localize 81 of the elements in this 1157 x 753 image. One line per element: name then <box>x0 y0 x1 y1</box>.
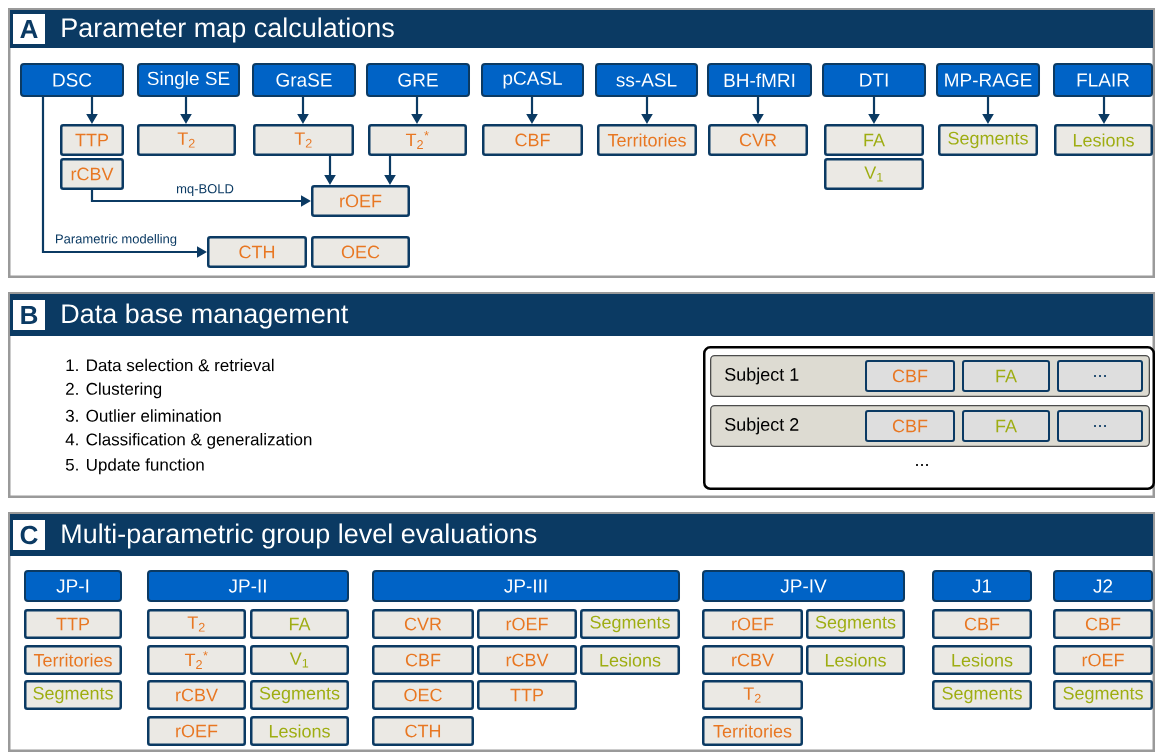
section-letter: B <box>13 300 45 330</box>
list-item: 2. Clustering <box>66 382 162 399</box>
parameter-box: FA <box>824 124 924 156</box>
parameter-box: T$_{2}$* <box>147 645 246 675</box>
parameter-box: Lesions <box>806 645 905 675</box>
edge-label: mq-BOLD <box>175 183 235 197</box>
parameter-box: rOEF <box>477 609 577 639</box>
parameter-box: Segments <box>250 680 349 710</box>
method-box: ss-ASL <box>595 63 698 97</box>
section-title: Data base management <box>62 303 349 329</box>
method-box: JP-IV <box>702 570 905 602</box>
method-box: DTI <box>822 63 926 97</box>
list-item: 4. Classification & generalization <box>65 433 312 449</box>
parameter-box: CBF <box>372 645 474 675</box>
method-box: JP-III <box>372 570 680 602</box>
method-box: FLAIR <box>1053 63 1153 97</box>
parameter-box: ... <box>1057 410 1143 442</box>
parameter-box: Lesions <box>1054 124 1153 156</box>
parameter-box: CTH <box>372 716 474 746</box>
parameter-box: TTP <box>60 124 124 156</box>
parameter-box: CBF <box>865 410 955 442</box>
method-box: MP-RAGE <box>936 63 1040 97</box>
method-box: BH-fMRI <box>707 63 812 97</box>
list-item: 1. Data selection & retrieval <box>66 358 274 372</box>
parameter-box: V$_{1}$ <box>824 158 924 190</box>
section-letter: C <box>13 520 45 550</box>
parameter-box: Segments <box>580 609 680 639</box>
parameter-box: Segments <box>1053 680 1153 710</box>
list-item: 3. Outlier elimination <box>65 409 221 422</box>
parameter-box: Lesions <box>580 645 680 675</box>
method-box: GRE <box>366 63 470 97</box>
method-box: J2 <box>1053 570 1153 602</box>
parameter-box: CBF <box>482 124 583 156</box>
parameter-box: OEC <box>372 680 474 710</box>
parameter-box: CVR <box>708 124 808 156</box>
parameter-box: Territories <box>702 716 803 746</box>
parameter-box: Territories <box>24 645 122 675</box>
parameter-box: Segments <box>932 680 1032 710</box>
parameter-box: rCBV <box>147 680 246 710</box>
parameter-box: CBF <box>932 609 1032 639</box>
section-title: Parameter map calculations <box>62 17 394 43</box>
parameter-box: CBF <box>865 360 955 392</box>
parameter-box: rOEF <box>147 716 246 746</box>
method-box: J1 <box>932 570 1032 602</box>
parameter-box: TTP <box>24 609 122 639</box>
section-letter: A <box>13 14 45 44</box>
list-item: 5. Update function <box>65 458 204 475</box>
parameter-box: Lesions <box>932 645 1032 675</box>
method-box: Single SE <box>137 63 240 97</box>
parameter-box: Segments <box>938 124 1038 156</box>
parameter-box: rOEF <box>702 609 803 639</box>
method-box: DSC <box>20 63 124 97</box>
parameter-box: rCBV <box>60 158 124 190</box>
parameter-box: TTP <box>477 680 577 710</box>
parameter-box: CTH <box>207 236 307 268</box>
parameter-box: Territories <box>597 124 697 156</box>
method-box: JP-II <box>147 570 349 602</box>
parameter-box: OEC <box>311 236 410 268</box>
parameter-box: Segments <box>806 609 905 639</box>
parameter-box: V$_{1}$ <box>250 645 349 675</box>
parameter-box: T$_{2}$ <box>253 124 354 156</box>
parameter-box: CVR <box>372 609 474 639</box>
parameter-box: rOEF <box>1053 645 1153 675</box>
section-title: Multi-parametric group level evaluations <box>62 523 537 549</box>
parameter-box: Lesions <box>250 716 349 746</box>
parameter-box: rCBV <box>477 645 577 675</box>
parameter-box: rCBV <box>702 645 803 675</box>
parameter-box: FA <box>962 360 1050 392</box>
parameter-box: CBF <box>1053 609 1153 639</box>
method-box: JP-I <box>24 570 122 602</box>
parameter-box: FA <box>962 410 1050 442</box>
parameter-box: FA <box>250 609 349 639</box>
parameter-box: rOEF <box>311 185 410 217</box>
parameter-box: T$_{2}$ <box>702 680 803 710</box>
parameter-box: ... <box>1057 360 1143 392</box>
method-box: GraSE <box>252 63 356 97</box>
parameter-box: Segments <box>24 680 122 710</box>
method-box: pCASL <box>481 63 584 97</box>
parameter-box: T$_{2}$ <box>147 609 246 639</box>
parameter-box: T$_{2}$ <box>137 124 236 156</box>
parameter-box: T$_{2}$* <box>368 124 467 156</box>
